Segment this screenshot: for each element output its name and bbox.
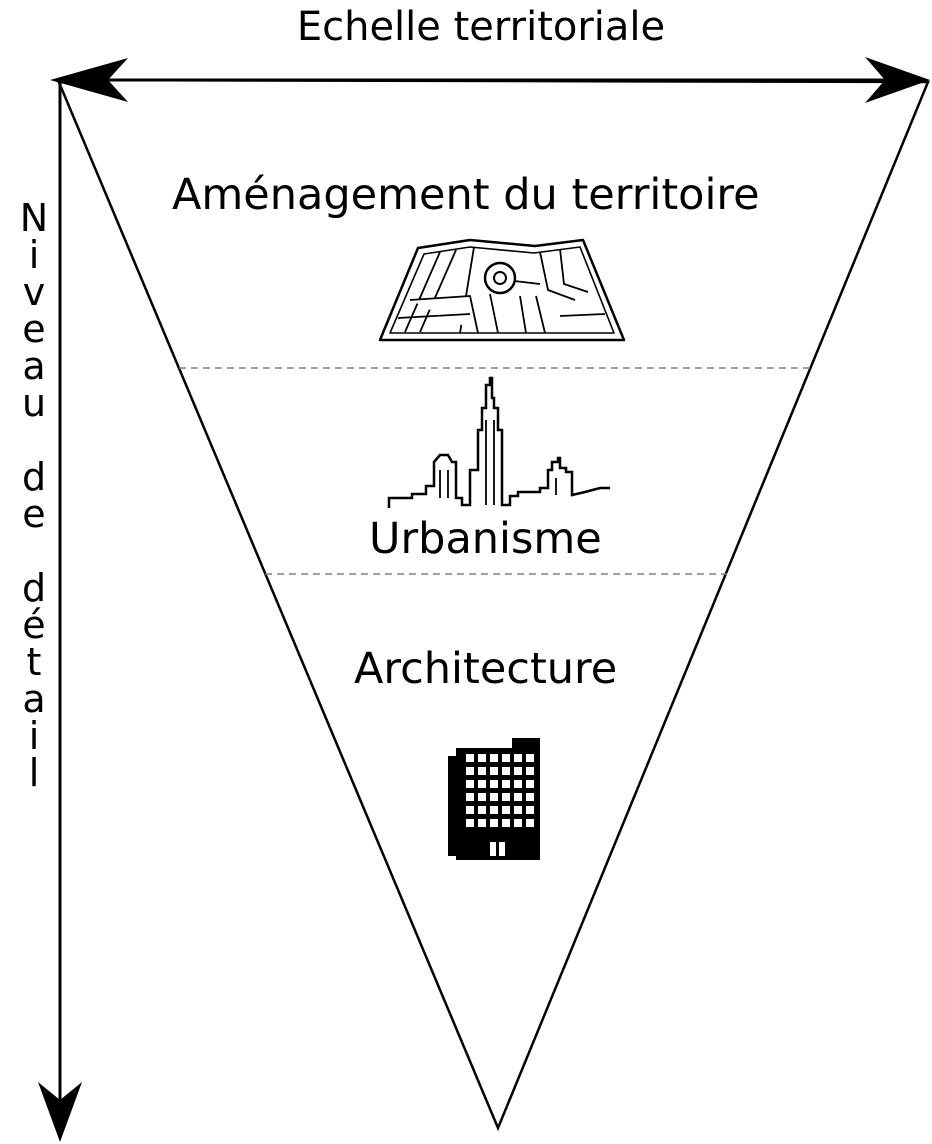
level-label-architecture: Architecture [354,644,618,694]
vertical-axis-letter: t [26,640,42,684]
vertical-axis-letter: l [28,751,40,795]
vertical-axis-letter: u [21,381,47,425]
map-icon [378,238,626,342]
vertical-axis-label: N i v e a u d e d é t a i l [14,196,54,795]
vertical-axis-letter: é [22,603,46,647]
vertical-axis-arrow [38,82,82,1142]
vertical-axis-letter: i [28,714,40,758]
vertical-axis-letter [14,422,54,459]
level-label-amenagement: Aménagement du territoire [172,170,760,220]
scale-triangle [56,78,930,1132]
city-skyline-icon [387,376,610,508]
vertical-axis-letter [14,533,54,570]
vertical-axis-letter: a [22,344,46,388]
skyline-details [439,420,557,505]
vertical-axis-letter: d [21,455,47,499]
vertical-axis-letter: v [22,270,46,314]
vertical-axis-letter: e [22,307,46,351]
level-label-urbanisme: Urbanisme [369,514,602,564]
vertical-axis-letter: a [22,677,46,721]
vertical-axis-letter: e [22,492,46,536]
vertical-axis-letter: d [21,566,47,610]
vertical-axis-letter: N [19,196,49,240]
vertical-axis-letter: i [28,233,40,277]
horizontal-axis-label: Echelle territoriale [296,4,666,50]
building-icon [448,738,540,860]
